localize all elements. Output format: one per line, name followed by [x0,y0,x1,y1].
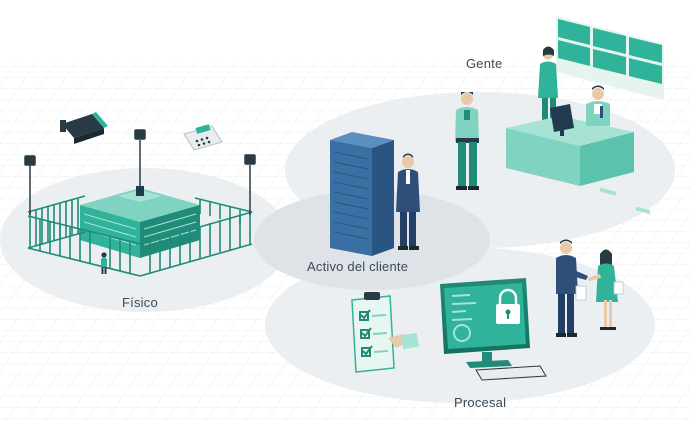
surveillance-camera-icon [60,112,108,144]
label-client-asset: Activo del cliente [307,259,409,274]
server-rack-icon [330,132,394,256]
security-guard-icon [455,92,479,190]
label-people: Gente [466,56,503,71]
alarm-keypad-icon [183,124,223,151]
business-man-icon [396,153,420,250]
label-procedural: Procesal [454,395,507,410]
handshake-people-icon [556,239,624,337]
floodlight-icon [24,129,256,215]
security-fence-icon [27,195,253,277]
checklist-clipboard-icon [351,292,420,373]
locked-monitor-icon [440,278,547,381]
secure-building-icon [80,186,200,258]
patrol-person-icon [101,252,107,274]
label-physical: Físico [122,295,158,310]
monitoring-desk-icon [506,16,664,215]
